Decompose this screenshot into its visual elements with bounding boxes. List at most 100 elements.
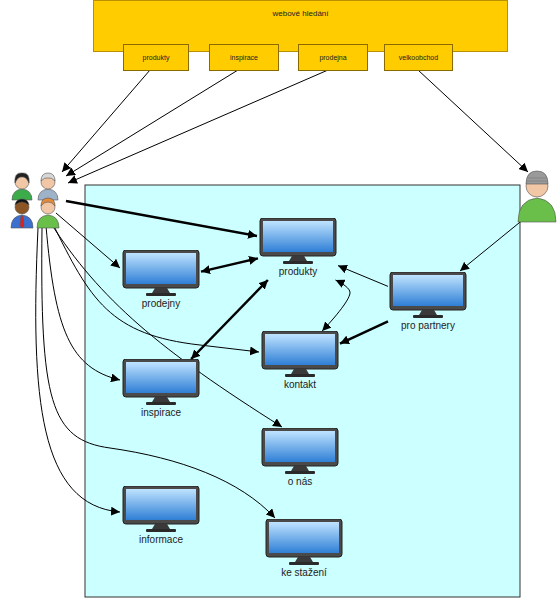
visit-line: [50, 222, 282, 427]
monitor-stand: [152, 397, 170, 402]
monitor-bezel: [123, 250, 199, 288]
monitor-bezel: [262, 331, 338, 369]
person-body: [11, 215, 33, 228]
search-line: [62, 70, 150, 172]
monitor-stand: [291, 466, 309, 471]
search-tab: inspirace: [209, 44, 279, 71]
visit-line: [46, 226, 120, 380]
person-cap-line: [527, 181, 547, 182]
page-link: [322, 280, 350, 331]
person-head: [15, 200, 29, 214]
node-label: prodejny: [121, 298, 201, 309]
monitor-base: [146, 529, 176, 532]
monitor-base: [285, 471, 315, 474]
monitor-screen: [126, 253, 196, 284]
person-hair: [15, 173, 29, 183]
monitor-screen: [126, 489, 196, 520]
page-screen: pro partnery: [388, 272, 468, 334]
monitor-stand: [289, 256, 307, 261]
monitor-icon: [259, 218, 337, 264]
person-body: [12, 189, 32, 200]
page-link: [201, 258, 258, 271]
monitor-base: [413, 315, 443, 318]
person-hair: [41, 173, 55, 181]
visit-line: [42, 228, 275, 518]
monitor-base: [146, 402, 176, 405]
person-body: [37, 215, 59, 228]
node-label: inspirace: [230, 54, 258, 61]
person-hair: [41, 198, 55, 206]
monitor-bezel: [260, 218, 336, 256]
visit-line: [460, 214, 530, 271]
search-band: webové hledáníproduktyinspiraceprodejnav…: [93, 0, 508, 52]
monitor-base: [283, 261, 313, 264]
visit-line: [66, 201, 257, 236]
node-label: o nás: [260, 476, 340, 487]
monitor-stand: [152, 524, 170, 529]
node-label: produkty: [143, 54, 170, 61]
page-screen: inspirace: [121, 359, 201, 421]
visit-line: [52, 222, 259, 352]
node-label: prodejna: [319, 54, 346, 61]
node-label: ke stažení: [264, 567, 344, 578]
person-body: [518, 198, 556, 222]
search-line: [418, 70, 528, 172]
monitor-icon: [265, 519, 343, 565]
person-head: [526, 175, 548, 197]
search-tab: produkty: [123, 44, 189, 71]
person-cap: [526, 171, 548, 184]
node-label: produkty: [258, 266, 338, 277]
search-tab: velkoobchod: [384, 44, 453, 71]
monitor-screen: [265, 431, 335, 462]
node-label: kontakt: [260, 379, 340, 390]
node-label: webové hledání: [94, 9, 507, 18]
site-area: [85, 185, 520, 597]
person-cap-line: [527, 178, 547, 179]
monitor-stand: [291, 369, 309, 374]
page-screen: kontakt: [260, 331, 340, 393]
monitor-icon: [122, 250, 200, 296]
monitor-base: [289, 562, 319, 565]
visit-line: [56, 213, 120, 268]
monitor-bezel: [390, 272, 466, 310]
monitor-screen: [269, 522, 339, 553]
monitor-icon: [261, 428, 339, 474]
page-screen: o nás: [260, 428, 340, 490]
monitor-stand: [152, 288, 170, 293]
page-screen: prodejny: [121, 250, 201, 312]
node-label: pro partnery: [388, 320, 468, 331]
search-tab: prodejna: [298, 44, 368, 71]
monitor-base: [285, 374, 315, 377]
monitor-stand: [419, 310, 437, 315]
monitor-bezel: [123, 359, 199, 397]
page-link: [338, 266, 388, 287]
monitor-bezel: [123, 486, 199, 524]
monitor-icon: [122, 359, 200, 405]
monitor-screen: [126, 362, 196, 393]
monitor-base: [146, 293, 176, 296]
search-line: [66, 70, 238, 176]
monitor-icon: [389, 272, 467, 318]
page-screen: informace: [121, 486, 201, 548]
node-label: velkoobchod: [399, 54, 438, 61]
person-hair: [15, 199, 29, 205]
person-tie: [20, 216, 24, 228]
monitor-icon: [122, 486, 200, 532]
page-link: [191, 280, 268, 359]
node-label: informace: [121, 534, 201, 545]
monitor-icon: [261, 331, 339, 377]
page-screen: ke stažení: [264, 519, 344, 581]
visit-line: [36, 228, 120, 512]
monitor-screen: [265, 334, 335, 365]
monitor-screen: [393, 275, 463, 306]
page-link: [340, 321, 388, 343]
monitor-stand: [295, 557, 313, 562]
page-screen: produkty: [258, 218, 338, 280]
node-label: inspirace: [121, 407, 201, 418]
monitor-bezel: [266, 519, 342, 557]
monitor-screen: [263, 221, 333, 252]
search-line: [68, 70, 328, 183]
